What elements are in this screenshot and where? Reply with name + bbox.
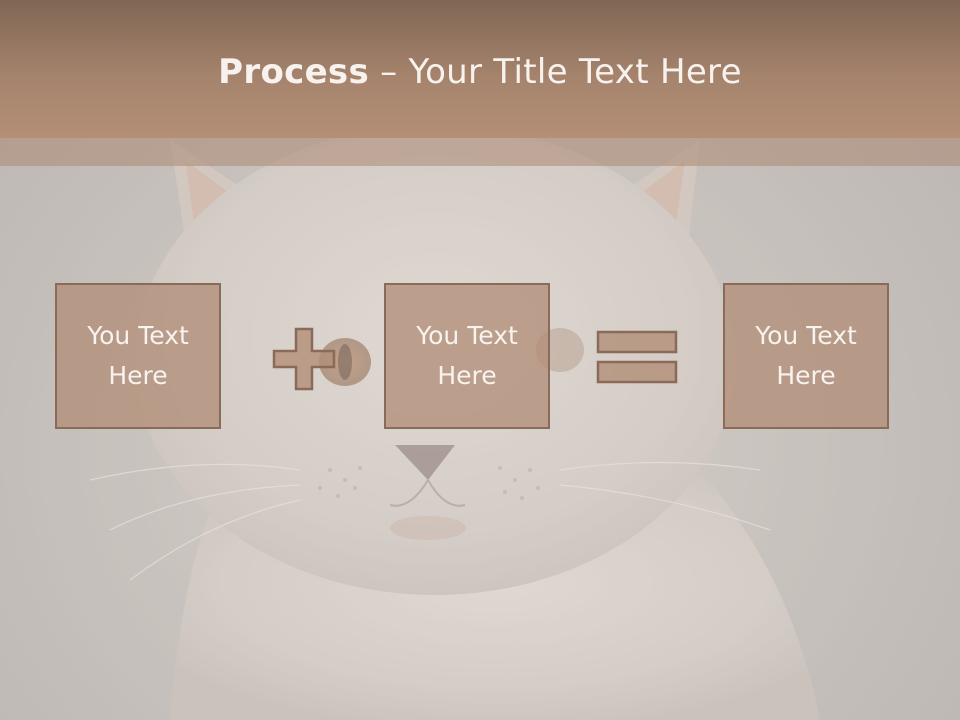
process-box-2-text: You Text Here	[416, 321, 518, 390]
process-box-1-text: You Text Here	[87, 321, 189, 390]
title-bold: Process	[218, 52, 370, 92]
process-box-3: You Text Here	[723, 283, 889, 429]
title-strip	[0, 138, 960, 166]
plus-icon	[272, 327, 336, 391]
slide-title: Process – Your Title Text Here	[0, 52, 960, 92]
title-bar	[0, 0, 960, 138]
equals-icon	[596, 330, 678, 384]
process-box-1: You Text Here	[55, 283, 221, 429]
title-rest: – Your Title Text Here	[369, 52, 742, 92]
process-box-2: You Text Here	[384, 283, 550, 429]
process-box-3-text: You Text Here	[755, 321, 857, 390]
